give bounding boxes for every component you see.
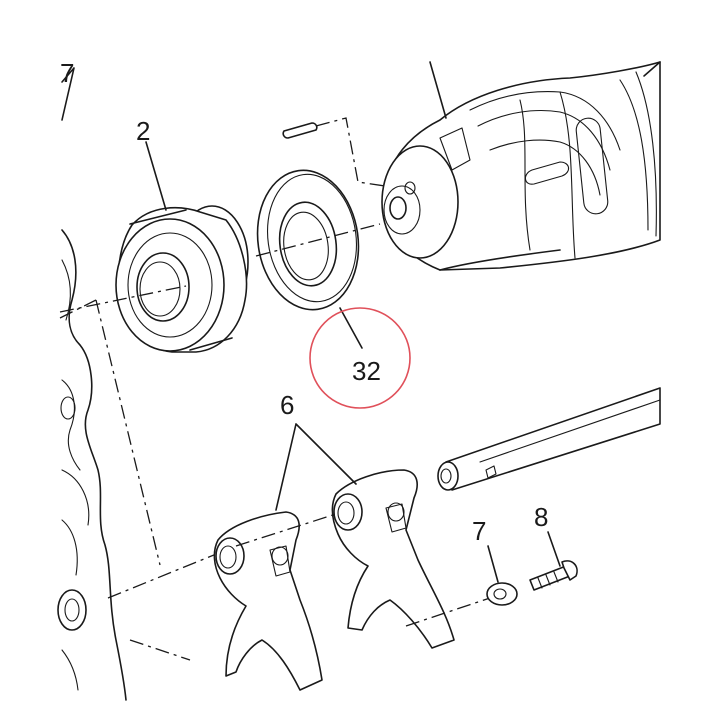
leader-drum (429, 61, 447, 119)
callout-washer-number: 32 (352, 356, 381, 386)
fork-shaft-part (437, 387, 661, 491)
leader-ring (487, 545, 499, 583)
callout-fork-number: 6 (280, 390, 294, 420)
bearing-part (115, 205, 249, 353)
callout-screw-number: 8 (534, 502, 548, 532)
leader-washer (339, 307, 363, 349)
shift-fork-right (331, 469, 455, 649)
callout-bearing-number: 2 (136, 116, 150, 146)
callout-ring-number: 7 (472, 516, 486, 546)
housing-left (57, 67, 127, 701)
thrust-washer-part (256, 169, 360, 311)
shift-drum-part (381, 61, 661, 271)
leader-fork (275, 423, 357, 511)
leader-bearing (145, 141, 167, 211)
callout-drum-number: 7 (60, 58, 74, 88)
highlight-circle (309, 307, 411, 409)
ring-part (486, 582, 518, 606)
pin-part (282, 122, 318, 139)
shift-fork-left (213, 511, 323, 691)
leader-screw (547, 531, 561, 567)
screw-part (529, 560, 578, 591)
